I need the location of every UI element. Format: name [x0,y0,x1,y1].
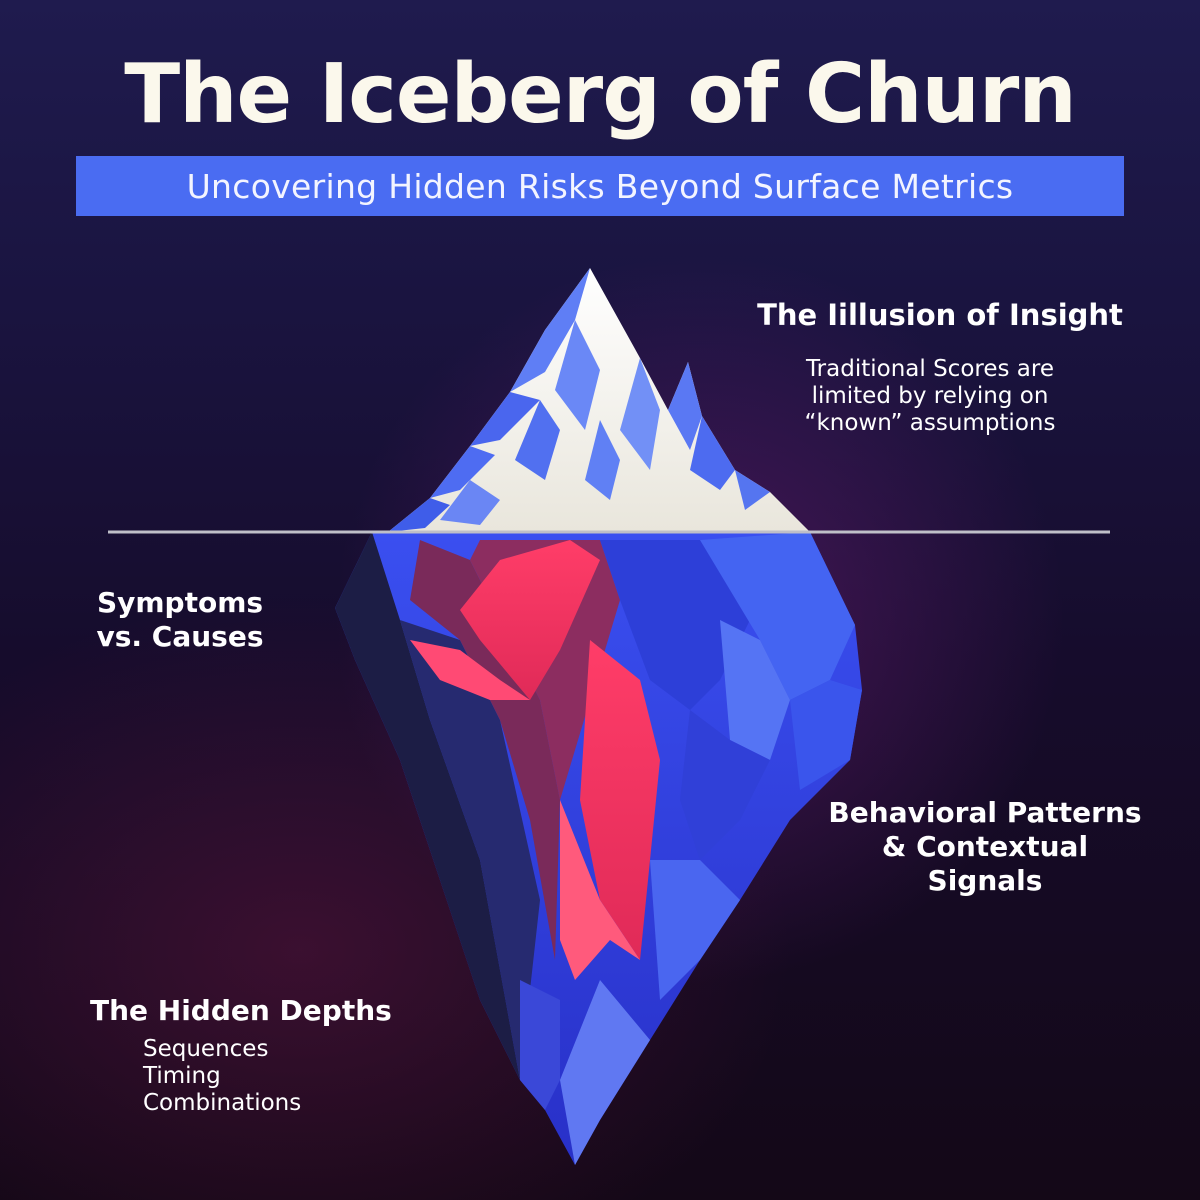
hidden-depths-item: Sequences [143,1036,269,1062]
behavioral-line: Signals [927,864,1043,897]
illusion-description: Traditional Scores are limited by relyin… [760,356,1100,437]
symptoms-line: Symptoms [96,586,264,619]
subtitle-text: Uncovering Hidden Risks Beyond Surface M… [186,166,1014,206]
illusion-line: Traditional Scores are [806,356,1054,382]
subtitle-banner: Uncovering Hidden Risks Beyond Surface M… [76,156,1124,216]
iceberg-tip [388,268,810,532]
hidden-depths-heading: The Hidden Depths [90,994,392,1027]
symptoms-line: vs. Causes [96,620,264,653]
behavioral-line: & Contextual [881,830,1089,863]
hidden-depths-item: Timing [143,1063,221,1089]
behavioral-heading: Behavioral Patterns & Contextual Signals [800,796,1170,898]
iceberg-submerged [335,532,862,1165]
hidden-depths-list: Sequences Timing Combinations [143,1036,403,1117]
page-title: The Iceberg of Churn [124,47,1077,142]
illusion-line: limited by relying on [811,383,1049,409]
illusion-heading: The Iillusion of Insight [757,298,1123,332]
behavioral-line: Behavioral Patterns [828,796,1142,829]
symptoms-heading: Symptoms vs. Causes [60,586,300,654]
illusion-line: “known” assumptions [804,410,1056,436]
hidden-depths-item: Combinations [143,1090,302,1116]
